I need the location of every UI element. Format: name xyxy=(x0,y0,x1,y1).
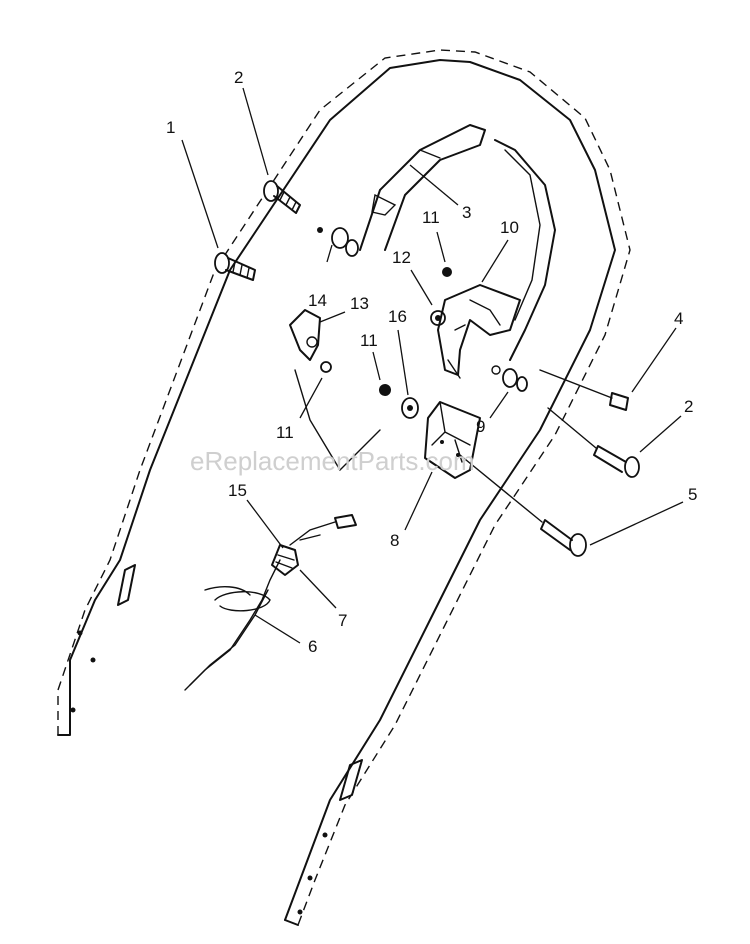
callout-3: 3 xyxy=(462,203,471,222)
leader-lines xyxy=(181,87,684,644)
washer-part-16 xyxy=(401,397,419,419)
callout-9: 9 xyxy=(476,417,485,436)
callout-labels: 1 2 3 11 10 12 14 13 16 11 11 9 4 2 5 8 … xyxy=(166,68,697,656)
callout-2-right: 2 xyxy=(684,397,693,416)
callout-11-top: 11 xyxy=(422,208,440,227)
bushing-part-9 xyxy=(491,365,528,392)
nut-part-11-upper xyxy=(442,267,452,277)
lower-handle-holes xyxy=(70,564,363,915)
callout-7: 7 xyxy=(338,611,347,630)
bolt-part-2-top xyxy=(263,180,301,214)
nut-part-11-mid xyxy=(379,384,391,396)
bolt-part-4 xyxy=(539,369,629,411)
callout-11-low: 11 xyxy=(276,423,294,442)
callout-6: 6 xyxy=(308,637,317,656)
callout-12: 12 xyxy=(392,248,411,267)
callout-10: 10 xyxy=(500,218,519,237)
control-block-part-8 xyxy=(424,401,481,479)
bolt-part-2-right xyxy=(547,407,640,478)
clip-part-13 xyxy=(289,309,332,373)
upper-handle xyxy=(57,49,631,926)
bushing-part-14 xyxy=(317,227,359,257)
bracket-part-10 xyxy=(437,284,521,379)
callout-5: 5 xyxy=(688,485,697,504)
callout-11-mid: 11 xyxy=(360,331,378,350)
callout-16: 16 xyxy=(388,307,407,326)
callout-14: 14 xyxy=(308,291,327,310)
callout-1: 1 xyxy=(166,118,175,137)
bolt-part-1 xyxy=(214,252,256,281)
callout-8: 8 xyxy=(390,531,399,550)
bolt-part-5 xyxy=(459,454,587,557)
callout-15: 15 xyxy=(228,481,247,500)
watermark-text: eReplacementParts.com xyxy=(190,446,475,476)
cable-assembly xyxy=(184,369,381,691)
handle-part-3 xyxy=(359,124,556,361)
callout-4: 4 xyxy=(674,309,683,328)
callout-2-top: 2 xyxy=(234,68,243,87)
callout-13: 13 xyxy=(350,294,369,313)
